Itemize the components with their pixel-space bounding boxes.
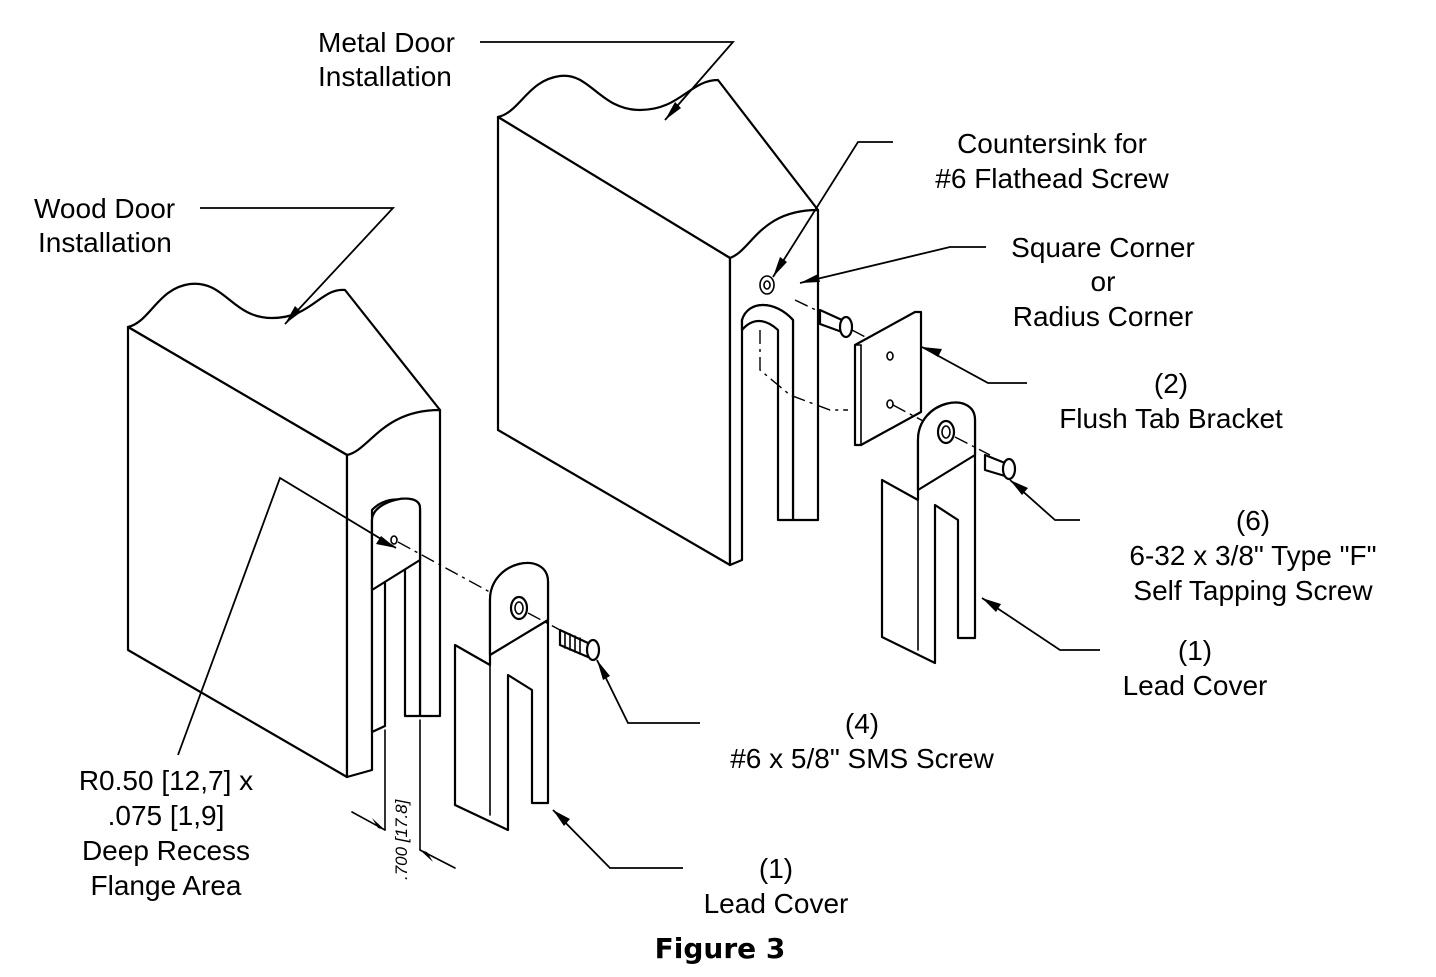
lead-cover-right-qty: (1) bbox=[1178, 635, 1212, 666]
lead-cover-right-name: Lead Cover bbox=[1123, 670, 1268, 701]
metal-door-block bbox=[496, 74, 848, 567]
wood-door-line-1: Wood Door bbox=[34, 193, 175, 224]
label-corner: Square Corner or Radius Corner bbox=[1011, 232, 1195, 332]
recess-line-4: Flange Area bbox=[91, 870, 242, 901]
metal-door-line-1: Metal Door bbox=[318, 27, 455, 58]
sms-screw-qty: (4) bbox=[845, 708, 879, 739]
lead-cover-left-qty: (1) bbox=[759, 853, 793, 884]
sms-screw bbox=[558, 628, 601, 662]
label-metal-door: Metal Door Installation bbox=[318, 27, 455, 92]
label-lead-cover-left: (1) Lead Cover bbox=[704, 853, 849, 919]
recess-line-2: .075 [1,9] bbox=[108, 800, 225, 831]
corner-line-3: Radius Corner bbox=[1013, 301, 1194, 332]
recess-line-3: Deep Recess bbox=[82, 835, 250, 866]
metal-door-line-2: Installation bbox=[318, 61, 452, 92]
leader-lines bbox=[177, 41, 1100, 869]
flush-tab-bracket bbox=[853, 310, 941, 447]
type-f-screw-line-1: 6-32 x 3/8" Type "F" bbox=[1129, 540, 1376, 571]
type-f-screw-qty: (6) bbox=[1236, 505, 1270, 536]
lead-cover-right bbox=[880, 401, 991, 665]
sms-screw-name: #6 x 5/8" SMS Screw bbox=[730, 743, 994, 774]
bracket-name: Flush Tab Bracket bbox=[1059, 403, 1283, 434]
label-type-f-screw: (6) 6-32 x 3/8" Type "F" Self Tapping Sc… bbox=[1129, 505, 1376, 606]
label-lead-cover-right: (1) Lead Cover bbox=[1123, 635, 1268, 701]
figure-caption: Figure 3 bbox=[655, 932, 786, 965]
dimension-marker: .700 [17.8] bbox=[351, 719, 456, 880]
label-sms-screw: (4) #6 x 5/8" SMS Screw bbox=[730, 708, 994, 774]
label-wood-door: Wood Door Installation bbox=[34, 193, 175, 258]
wood-door-block bbox=[126, 282, 511, 779]
recess-line-1: R0.50 [12,7] x bbox=[79, 765, 253, 796]
type-f-screw-line-2: Self Tapping Screw bbox=[1133, 575, 1373, 606]
type-f-screw bbox=[983, 453, 1017, 481]
dimension-label: .700 [17.8] bbox=[392, 798, 411, 880]
corner-line-2: or bbox=[1091, 266, 1116, 297]
countersink-line-2: #6 Flathead Screw bbox=[935, 163, 1169, 194]
countersink-line-1: Countersink for bbox=[957, 128, 1147, 159]
label-recess: R0.50 [12,7] x .075 [1,9] Deep Recess Fl… bbox=[79, 765, 253, 901]
wood-door-line-2: Installation bbox=[38, 227, 172, 258]
label-bracket: (2) Flush Tab Bracket bbox=[1059, 368, 1283, 434]
bracket-qty: (2) bbox=[1154, 368, 1188, 399]
lead-cover-left bbox=[453, 561, 561, 832]
lead-cover-left-name: Lead Cover bbox=[704, 888, 849, 919]
label-countersink: Countersink for #6 Flathead Screw bbox=[935, 128, 1169, 194]
corner-line-1: Square Corner bbox=[1011, 232, 1195, 263]
